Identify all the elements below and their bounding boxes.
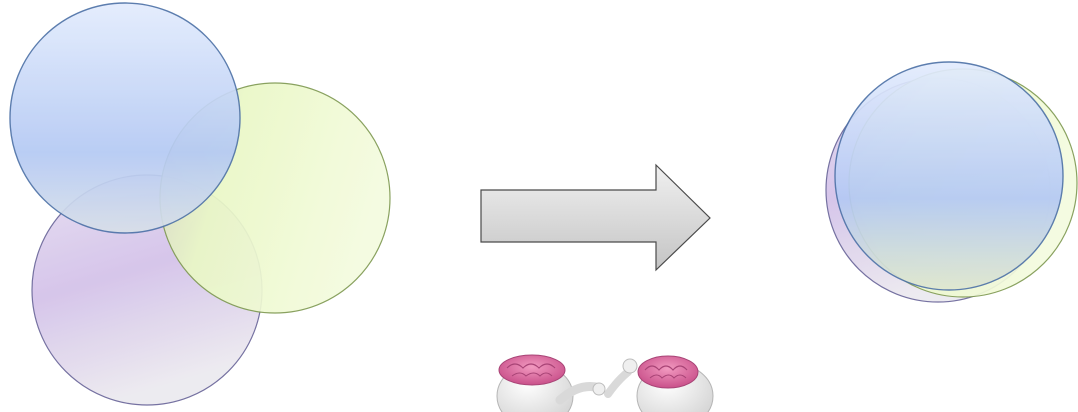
right-circle-group xyxy=(825,61,1078,303)
right-blue-circle xyxy=(834,61,1064,291)
right-arrow-icon xyxy=(480,163,711,272)
brain-swap-figures-icon xyxy=(496,354,714,412)
left-circle-group xyxy=(9,2,391,406)
left-blue-circle xyxy=(9,2,241,234)
